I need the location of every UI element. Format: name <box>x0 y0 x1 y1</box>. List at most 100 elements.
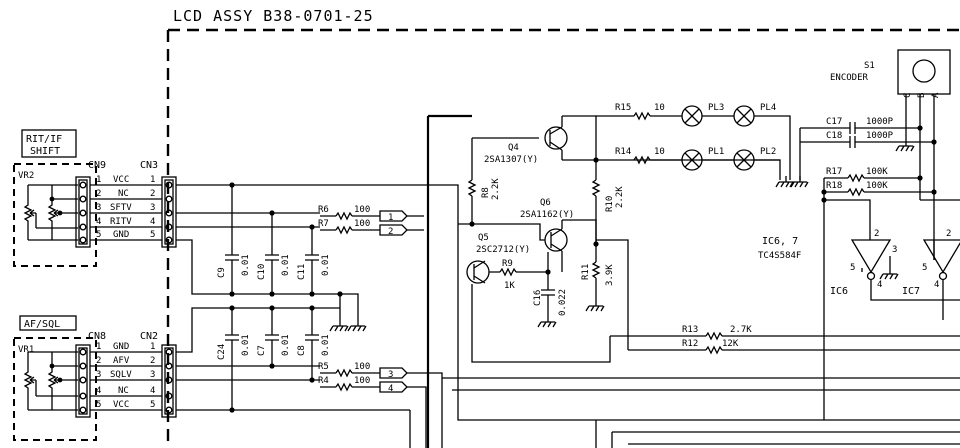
rit-if-shift-label: RIT/IF SHIFT <box>21 129 77 158</box>
vr2-potentiometer <box>23 184 78 241</box>
svg-text:2: 2 <box>150 356 155 366</box>
svg-text:100: 100 <box>354 205 370 215</box>
svg-text:2SC2712(Y): 2SC2712(Y) <box>476 245 530 255</box>
net-tag-4: 4 <box>379 381 408 394</box>
svg-text:2: 2 <box>946 229 951 239</box>
svg-text:0.01: 0.01 <box>321 334 331 356</box>
svg-text:2: 2 <box>388 227 393 237</box>
svg-text:R10: R10 <box>605 196 615 212</box>
svg-text:1000P: 1000P <box>866 117 894 127</box>
net-tag-2: 2 <box>379 224 424 237</box>
svg-text:R9: R9 <box>502 259 513 269</box>
svg-text:R17: R17 <box>826 167 842 177</box>
q6-transistor: Q6 2SA1162(Y) <box>520 198 574 272</box>
cn9-label: CN9 <box>88 160 106 171</box>
s1-encoder: S1 ENCODER C B A <box>830 49 951 260</box>
svg-text:100: 100 <box>354 376 370 386</box>
r10-resistor: R10 2.2K <box>592 179 625 244</box>
vr2-dashed-box <box>13 163 97 267</box>
svg-text:1: 1 <box>388 213 393 223</box>
af-sql-text: AF/SQL <box>24 319 60 330</box>
ground-icon <box>347 319 367 332</box>
svg-text:1K: 1K <box>504 281 515 291</box>
svg-text:2.2K: 2.2K <box>615 186 625 208</box>
rit-if-line1: RIT/IF <box>26 134 62 145</box>
svg-text:3: 3 <box>150 203 155 213</box>
svg-text:0.01: 0.01 <box>241 254 251 276</box>
svg-text:C9: C9 <box>217 267 227 278</box>
svg-text:R18: R18 <box>826 181 842 191</box>
svg-text:2SA1307(Y): 2SA1307(Y) <box>484 155 538 165</box>
r11-resistor: R11 3.9K <box>581 244 615 300</box>
svg-text:SFTV: SFTV <box>110 203 132 213</box>
svg-text:100: 100 <box>354 362 370 372</box>
svg-text:1: 1 <box>150 175 155 185</box>
svg-text:0.01: 0.01 <box>321 254 331 276</box>
c16-capacitor: C16 0.022 <box>533 272 568 316</box>
svg-text:NC: NC <box>118 386 129 396</box>
svg-text:NC: NC <box>118 189 129 199</box>
svg-text:VCC: VCC <box>113 400 129 410</box>
svg-text:3: 3 <box>150 370 155 380</box>
r7-resistor: R7 100 <box>318 219 380 234</box>
svg-text:IC7: IC7 <box>902 286 920 297</box>
svg-text:IC6: IC6 <box>830 286 848 297</box>
ground-icon <box>879 267 899 280</box>
svg-text:4: 4 <box>96 217 101 227</box>
encoder-knob-icon <box>912 59 936 83</box>
cn8-label: CN8 <box>88 331 106 342</box>
svg-text:3.9K: 3.9K <box>605 264 615 286</box>
svg-text:R8: R8 <box>481 187 491 198</box>
c17-capacitor: C17 1000P <box>800 117 920 134</box>
vr1-potentiometer <box>23 351 78 411</box>
pl2-label: PL2 <box>760 147 776 157</box>
cn8-cn2-wires <box>90 351 162 411</box>
c24-capacitor: C24 0.01 <box>217 330 251 360</box>
svg-text:5: 5 <box>150 230 155 240</box>
vr2-label: VR2 <box>18 171 34 181</box>
cn3-connector: CN3 <box>140 160 177 248</box>
svg-text:0.022: 0.022 <box>558 289 568 316</box>
svg-text:4: 4 <box>877 280 882 290</box>
svg-text:GND: GND <box>113 342 129 352</box>
svg-text:100: 100 <box>354 219 370 229</box>
svg-text:2.2K: 2.2K <box>491 178 501 200</box>
junction-dots <box>49 125 937 413</box>
net-tag-3: 3 <box>379 367 408 380</box>
svg-text:2.7K: 2.7K <box>730 325 752 335</box>
cn3-vcc-line <box>176 184 459 362</box>
svg-text:2: 2 <box>874 229 879 239</box>
svg-text:C18: C18 <box>826 131 842 141</box>
svg-text:C10: C10 <box>257 264 267 280</box>
pl4-label: PL4 <box>760 103 776 113</box>
svg-text:R15: R15 <box>615 103 631 113</box>
svg-text:R6: R6 <box>318 205 329 215</box>
svg-text:5: 5 <box>150 400 155 410</box>
cn8-connector: CN8 <box>75 331 106 418</box>
svg-text:C7: C7 <box>257 345 267 356</box>
svg-text:3: 3 <box>892 245 897 255</box>
assembly-boundary <box>166 28 960 448</box>
q4-transistor: Q4 2SA1307(Y) <box>484 116 568 165</box>
r18-resistor: R18 100K <box>824 181 934 196</box>
svg-text:B: B <box>917 93 927 98</box>
svg-text:10: 10 <box>654 103 665 113</box>
svg-text:R13: R13 <box>682 325 698 335</box>
svg-text:SQLV: SQLV <box>110 370 132 380</box>
assembly-title: LCD ASSY B38-0701-25 <box>173 7 374 25</box>
c11-capacitor: C11 0.01 <box>297 250 331 280</box>
r14-resistor: R14 10 <box>615 147 682 164</box>
ic67-label: IC6, 7 <box>762 236 798 247</box>
r6-resistor: R6 100 <box>318 205 380 220</box>
svg-text:100K: 100K <box>866 167 888 177</box>
svg-text:AFV: AFV <box>113 356 130 366</box>
vr1-label: VR1 <box>18 345 34 355</box>
c18-capacitor: C18 1000P <box>800 131 934 148</box>
svg-text:Q6: Q6 <box>540 198 551 208</box>
ground-icon <box>329 319 349 332</box>
bus-lines <box>407 362 960 448</box>
svg-text:1: 1 <box>96 342 101 352</box>
svg-text:4: 4 <box>96 386 101 396</box>
q5-transistor: Q5 2SC2712(Y) <box>466 233 530 284</box>
